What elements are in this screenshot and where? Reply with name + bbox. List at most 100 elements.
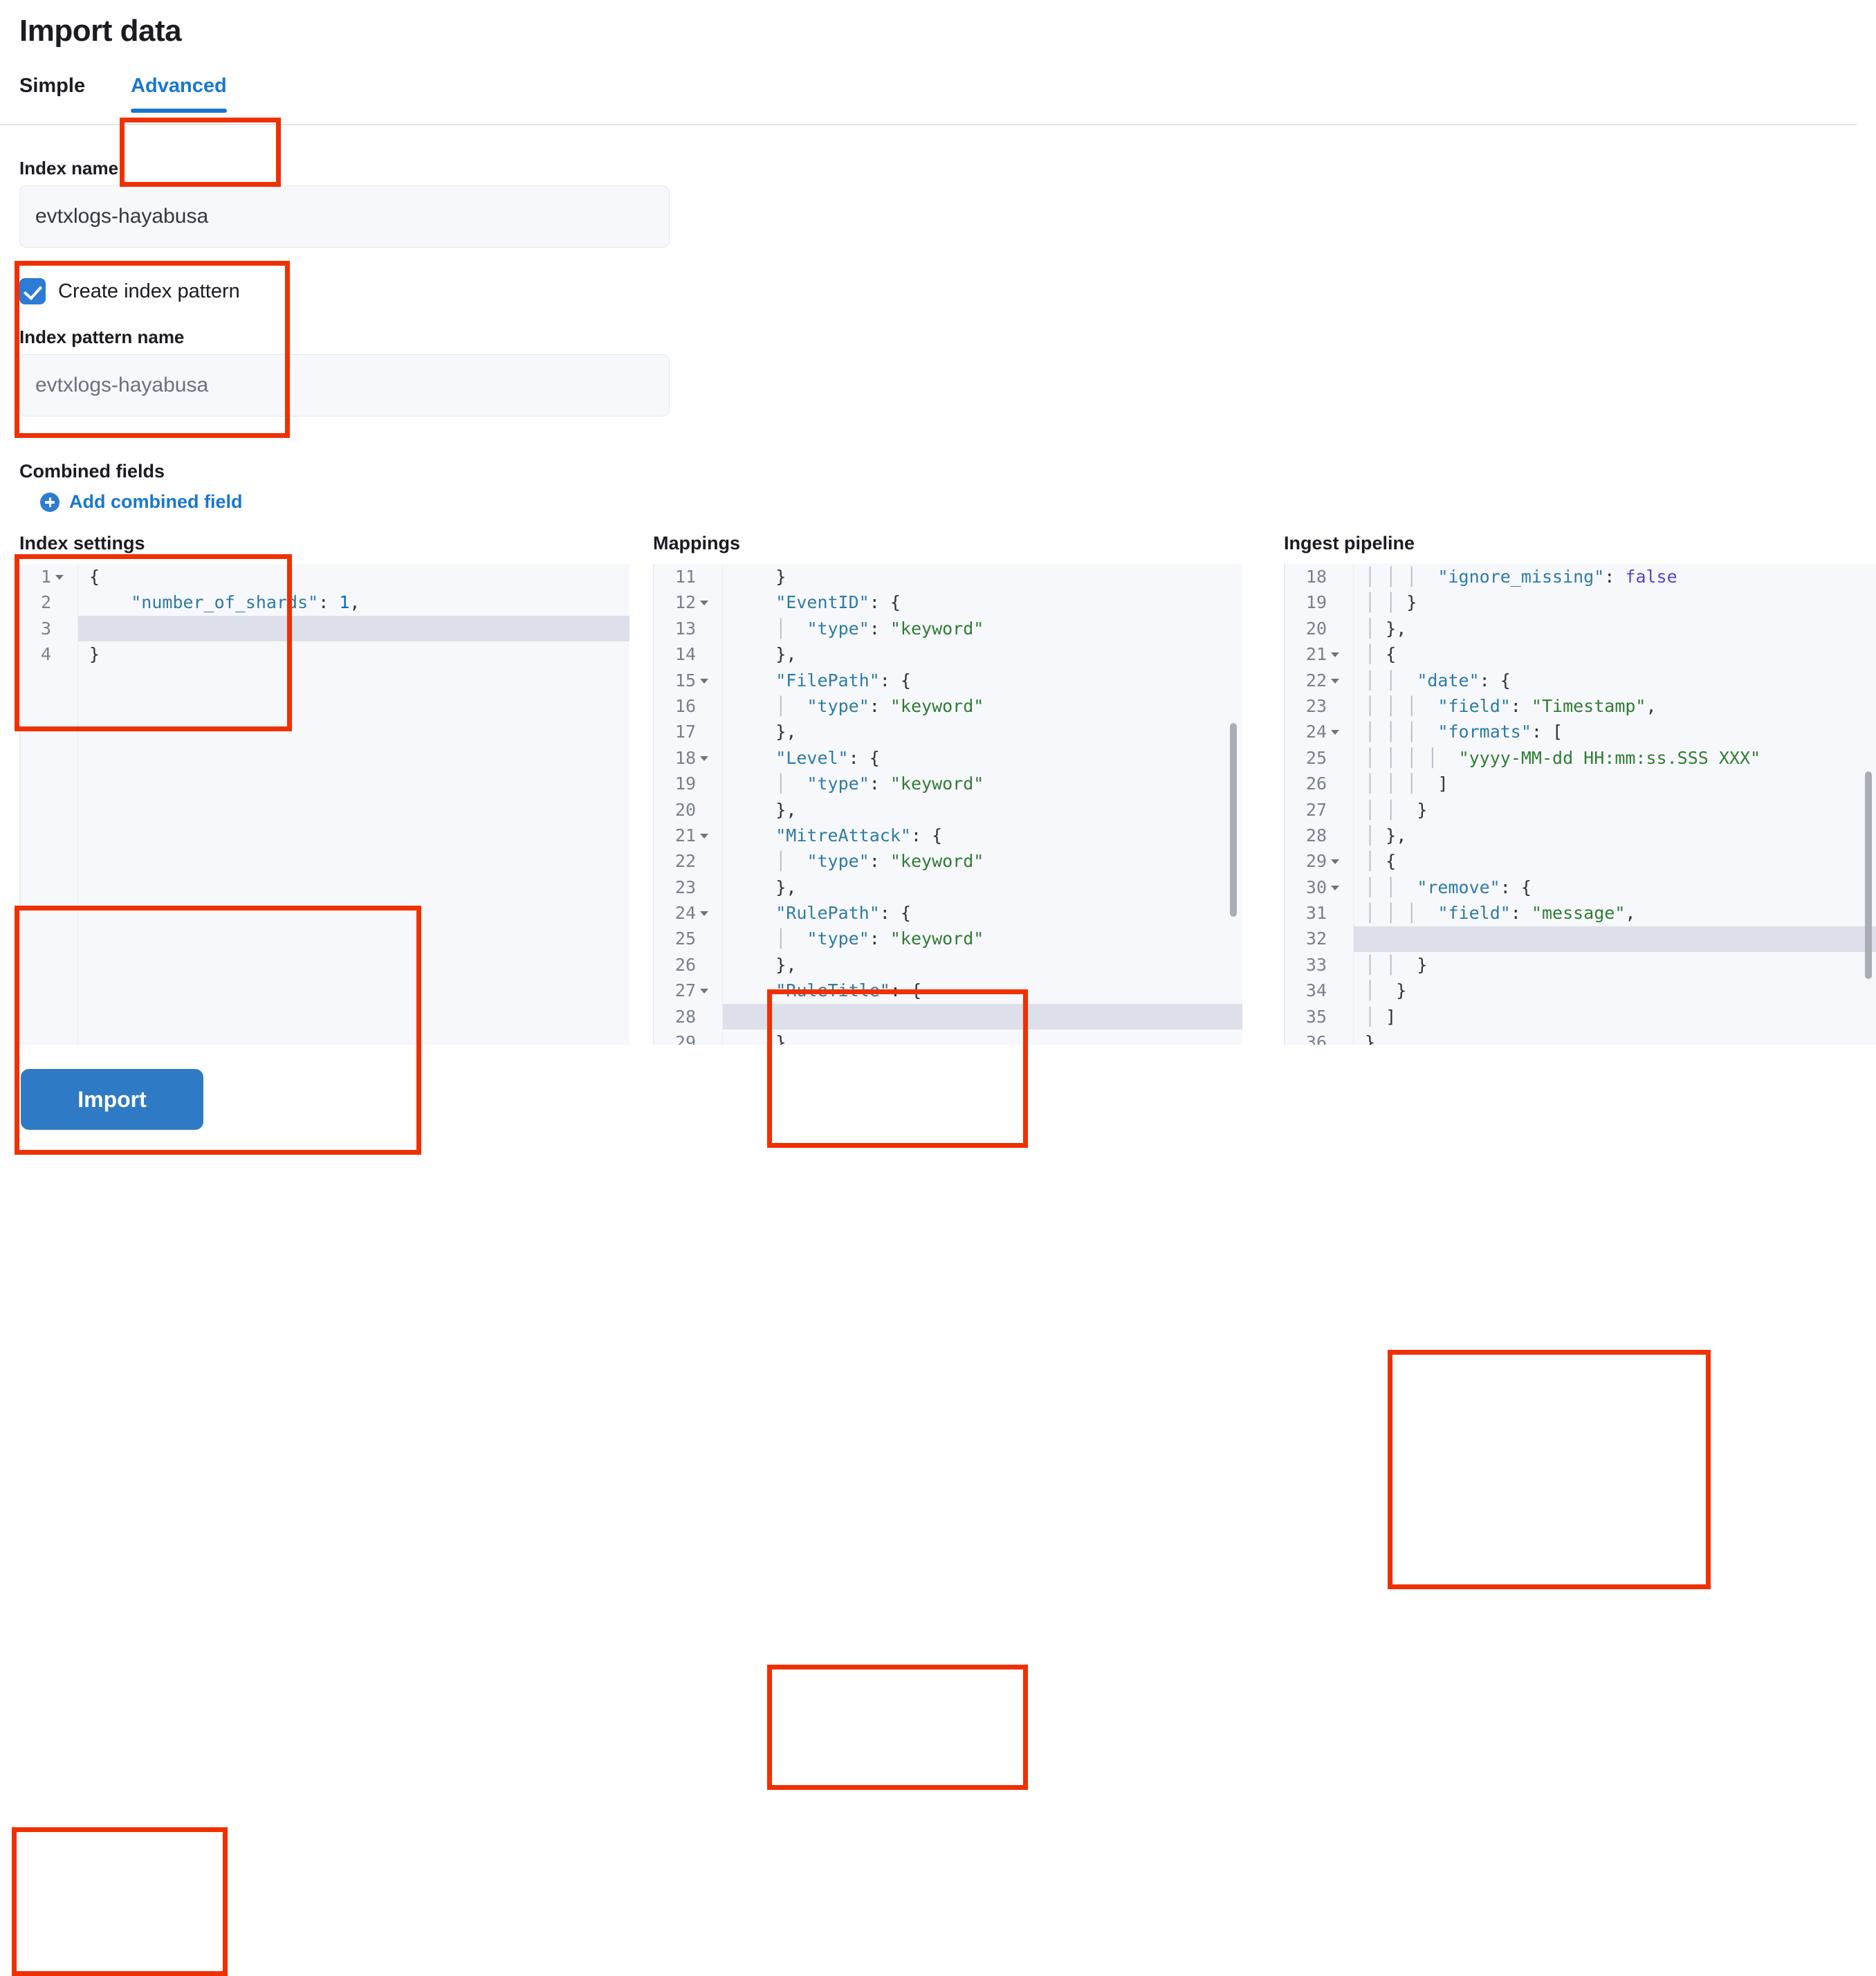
line-number: 19 [1305, 592, 1327, 613]
index-settings-title: Index settings [19, 533, 145, 554]
line-number: 26 [674, 954, 696, 975]
page-title: Import data [19, 14, 182, 48]
line-number: 33 [1305, 954, 1327, 975]
line-number: 18 [654, 745, 714, 771]
annotation-import-button [12, 1827, 228, 1976]
code-line[interactable]: │ } [1365, 980, 1407, 1001]
code-line[interactable]: │ { [1365, 851, 1397, 872]
line-number: 24 [1285, 719, 1345, 744]
line-number: 3 [40, 618, 51, 639]
line-number: 2 [40, 592, 51, 613]
index-pattern-name-label: Index pattern name [19, 327, 185, 347]
mappings-scrollbar[interactable] [1230, 723, 1237, 917]
checkbox-check-icon[interactable] [19, 278, 46, 304]
code-line[interactable]: "number_of_shards": 1, [131, 592, 360, 613]
code-line[interactable]: "RulePath": { [775, 903, 911, 924]
code-line[interactable]: "Level": { [775, 747, 880, 768]
create-index-pattern-row[interactable]: Create index pattern [19, 278, 240, 304]
code-line[interactable]: │ }, [1365, 618, 1407, 639]
active-line-highlight [1285, 926, 1876, 952]
code-line[interactable]: │ │ } [1365, 799, 1428, 820]
annotation-pipeline-remove [1388, 1349, 1711, 1589]
code-line[interactable]: "FilePath": { [775, 670, 911, 690]
code-line[interactable]: }, [775, 644, 797, 665]
line-number: 36 [1305, 1032, 1327, 1045]
code-line[interactable]: │ │ } [1365, 954, 1428, 975]
code-line[interactable]: │ │ │ │ "yyyy-MM-dd HH:mm:ss.SSS XXX" [1365, 747, 1761, 768]
code-line[interactable]: │ │ │ "field": "message", [1365, 903, 1636, 924]
line-number: 24 [654, 900, 714, 926]
line-number: 22 [1285, 668, 1345, 693]
code-line[interactable]: │ "type": "keyword" [775, 695, 984, 716]
ingest-pipeline-scrollbar[interactable] [1865, 771, 1872, 979]
code-line[interactable]: │ │ "date": { [1365, 670, 1511, 690]
code-line[interactable]: "MitreAttack": { [775, 825, 943, 845]
code-line[interactable]: │ ] [1365, 1006, 1397, 1027]
line-number: 27 [1305, 799, 1327, 820]
code-line[interactable]: "RuleTitle": { [775, 980, 922, 1001]
line-number: 28 [1305, 825, 1327, 845]
line-number: 11 [674, 567, 696, 587]
code-line[interactable]: │ }, [1365, 825, 1407, 845]
code-line[interactable]: }, [775, 954, 797, 975]
line-number: 26 [1305, 774, 1327, 794]
code-line[interactable]: } [89, 644, 100, 665]
index-name-input[interactable]: evtxlogs-hayabusa [19, 185, 670, 248]
tab-advanced[interactable]: Advanced [106, 75, 248, 113]
code-line[interactable]: } [775, 567, 787, 587]
ingest-pipeline-title: Ingest pipeline [1284, 533, 1415, 554]
code-line[interactable]: }, [775, 877, 797, 897]
code-line[interactable]: │ "type": "keyword" [775, 851, 984, 872]
code-line[interactable]: │ │ │ "field": "Timestamp", [1365, 695, 1657, 716]
line-number: 20 [1305, 618, 1327, 639]
line-number: 15 [654, 668, 714, 693]
code-line[interactable]: │ │ "remove": { [1365, 877, 1532, 897]
line-number: 28 [674, 1006, 696, 1027]
code-line[interactable]: { [89, 567, 100, 587]
line-number: 22 [674, 851, 696, 872]
code-line[interactable]: │ "type": "keyword" [775, 618, 984, 639]
code-line[interactable]: } [1365, 1032, 1376, 1045]
line-number: 17 [674, 722, 696, 742]
import-button[interactable]: Import [21, 1069, 203, 1130]
line-number: 34 [1305, 980, 1327, 1001]
code-line[interactable]: }, [775, 1032, 797, 1045]
code-line[interactable]: }, [775, 799, 797, 820]
line-number: 1 [21, 564, 69, 589]
line-number: 21 [1285, 641, 1345, 667]
code-line[interactable]: }, [775, 722, 797, 742]
line-number: 23 [1305, 695, 1327, 716]
code-line[interactable]: │ │ } [1365, 592, 1417, 613]
code-line[interactable]: │ "type": "keyword" [775, 928, 984, 949]
tab-divider [0, 124, 1857, 125]
tab-simple[interactable]: Simple [19, 75, 86, 97]
mappings-title: Mappings [653, 533, 740, 554]
code-line[interactable]: │ │ │ ] [1365, 774, 1449, 794]
code-line[interactable]: │ { [1365, 644, 1397, 665]
create-index-pattern-label: Create index pattern [58, 280, 240, 302]
code-line[interactable]: │ "type": "keyword" [775, 774, 984, 794]
code-line[interactable]: "EventID": { [775, 592, 901, 613]
line-number: 20 [674, 799, 696, 820]
add-combined-field-button[interactable]: Add combined field [40, 491, 243, 513]
active-line-highlight [654, 1003, 1242, 1030]
line-number: 25 [1305, 747, 1327, 768]
mappings-code[interactable]: } "EventID": { │ "type": "keyword" }, "F… [723, 564, 1242, 1045]
code-line[interactable]: │ │ │ "formats": [ [1365, 722, 1563, 742]
line-number: 30 [1285, 875, 1345, 900]
tab-bar: Simple Advanced [19, 75, 248, 113]
line-number: 19 [674, 774, 696, 794]
code-line[interactable]: │ │ │ "ignore_missing": false [1365, 567, 1677, 587]
line-number: 35 [1305, 1006, 1327, 1027]
index-pattern-name-input[interactable]: evtxlogs-hayabusa [19, 354, 670, 417]
line-number: 12 [654, 589, 714, 615]
ingest-pipeline-code[interactable]: │ │ │ "ignore_missing": false │ │ } │ }, │ … [1354, 564, 1876, 1045]
